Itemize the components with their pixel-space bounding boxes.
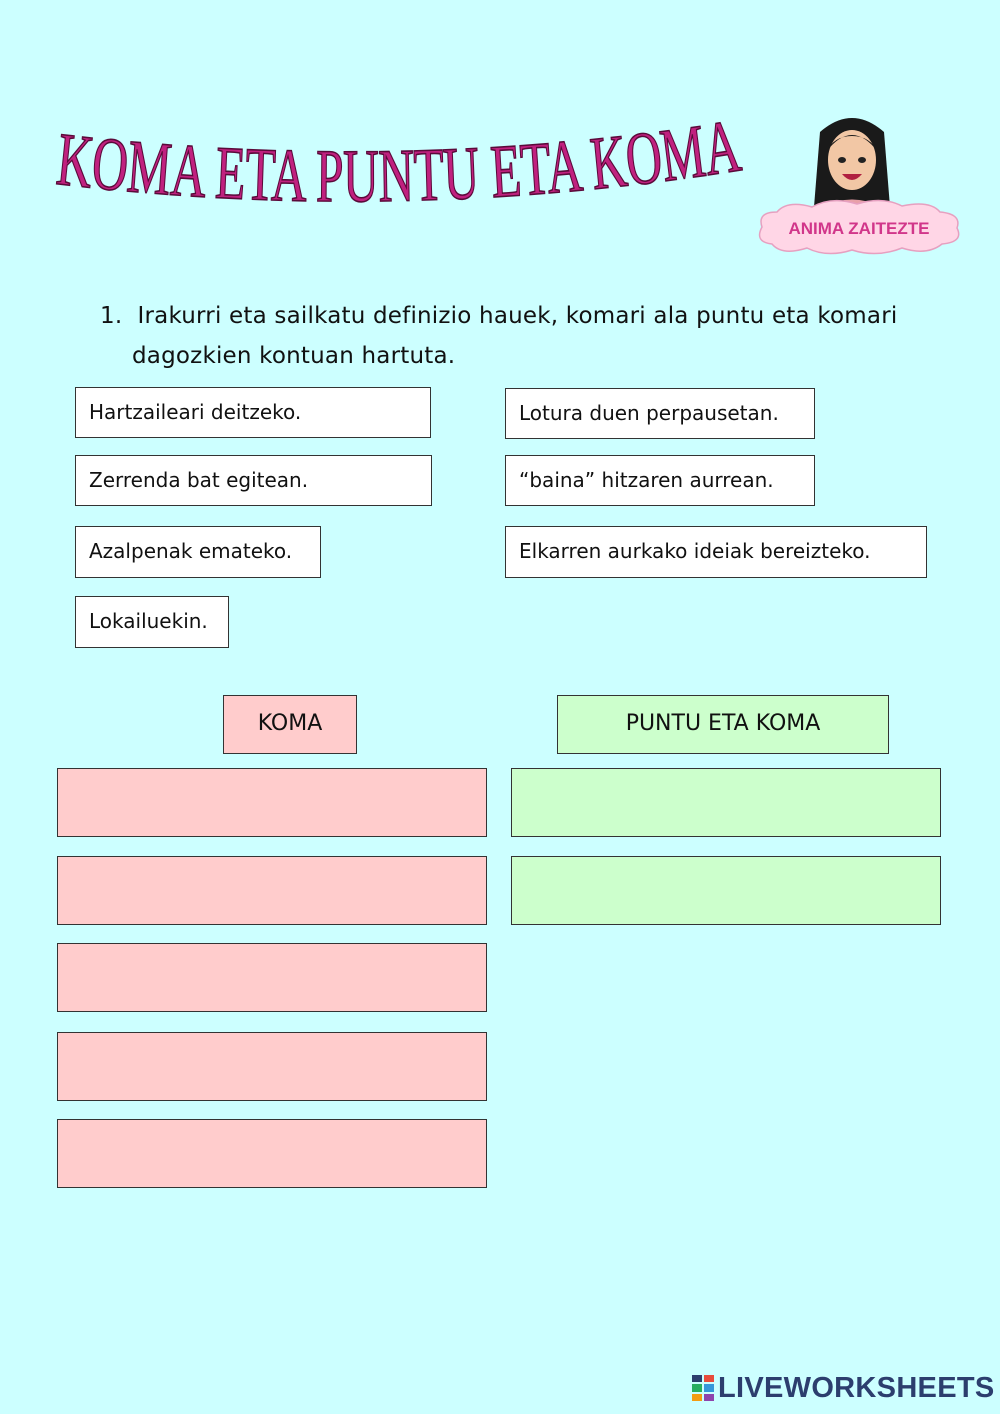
puntu-eta-koma-header: PUNTU ETA KOMA xyxy=(557,695,889,754)
koma-drop-zone-3[interactable] xyxy=(57,943,487,1012)
svg-text:KOMA ETA PUNTU ETA KOMA: KOMA ETA PUNTU ETA KOMA xyxy=(53,103,745,218)
card-baina[interactable]: “baina” hitzaren aurrean. xyxy=(505,455,815,506)
card-azalpenak[interactable]: Azalpenak emateko. xyxy=(75,526,321,578)
koma-header: KOMA xyxy=(223,695,357,754)
koma-drop-zone-2[interactable] xyxy=(57,856,487,925)
instruction-text-1: Irakurri eta sailkatu definizio hauek, k… xyxy=(137,303,898,329)
instruction-line-2: dagozkien kontuan hartuta. xyxy=(132,343,456,369)
title-text: KOMA ETA PUNTU ETA KOMA xyxy=(53,102,746,218)
koma-drop-zone-4[interactable] xyxy=(57,1032,487,1101)
badge-text: ANIMA ZAITEZTE xyxy=(788,219,929,238)
card-elkarren[interactable]: Elkarren aurkako ideiak bereizteko. xyxy=(505,526,927,578)
card-lotura[interactable]: Lotura duen perpausetan. xyxy=(505,388,815,439)
puntu-drop-zone-1[interactable] xyxy=(511,768,941,837)
liveworksheets-logo: LIVEWORKSHEETS xyxy=(692,1370,995,1406)
puntu-drop-zone-2[interactable] xyxy=(511,856,941,925)
worksheet-title: KOMA ETA PUNTU ETA KOMA xyxy=(50,102,760,230)
instruction: 1. Irakurri eta sailkatu definizio hauek… xyxy=(100,296,980,376)
card-zerrenda[interactable]: Zerrenda bat egitean. xyxy=(75,455,432,506)
instruction-number: 1. xyxy=(100,303,123,329)
card-hartzaileari[interactable]: Hartzaileari deitzeko. xyxy=(75,387,431,438)
avatar: ANIMA ZAITEZTE xyxy=(752,112,967,257)
koma-drop-zone-5[interactable] xyxy=(57,1119,487,1188)
liveworksheets-text: LIVEWORKSHEETS xyxy=(718,1371,995,1404)
instruction-line-1: 1. Irakurri eta sailkatu definizio hauek… xyxy=(100,296,980,336)
card-lokailuekin[interactable]: Lokailuekin. xyxy=(75,596,229,648)
title-arc: KOMA ETA PUNTU ETA KOMA xyxy=(53,102,746,218)
liveworksheets-icon xyxy=(692,1375,714,1401)
koma-drop-zone-1[interactable] xyxy=(57,768,487,837)
